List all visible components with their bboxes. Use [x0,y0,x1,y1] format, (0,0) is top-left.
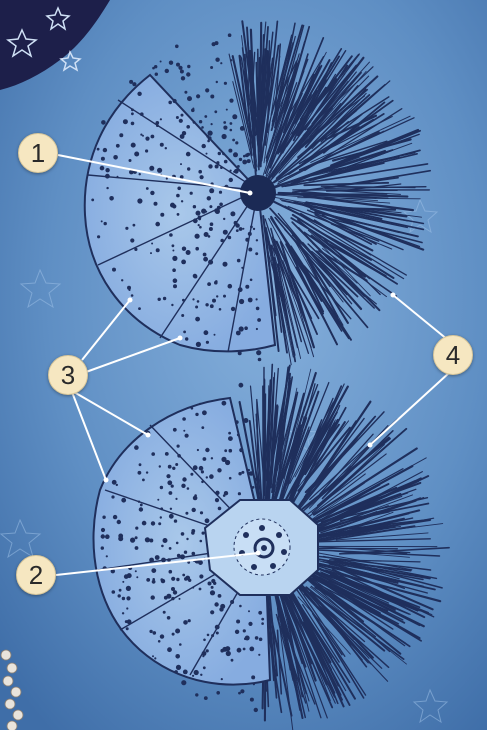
callout-1: 1 [18,133,58,173]
callout-3: 3 [48,355,88,395]
callout-4: 4 [433,335,473,375]
callout-2: 2 [16,555,56,595]
